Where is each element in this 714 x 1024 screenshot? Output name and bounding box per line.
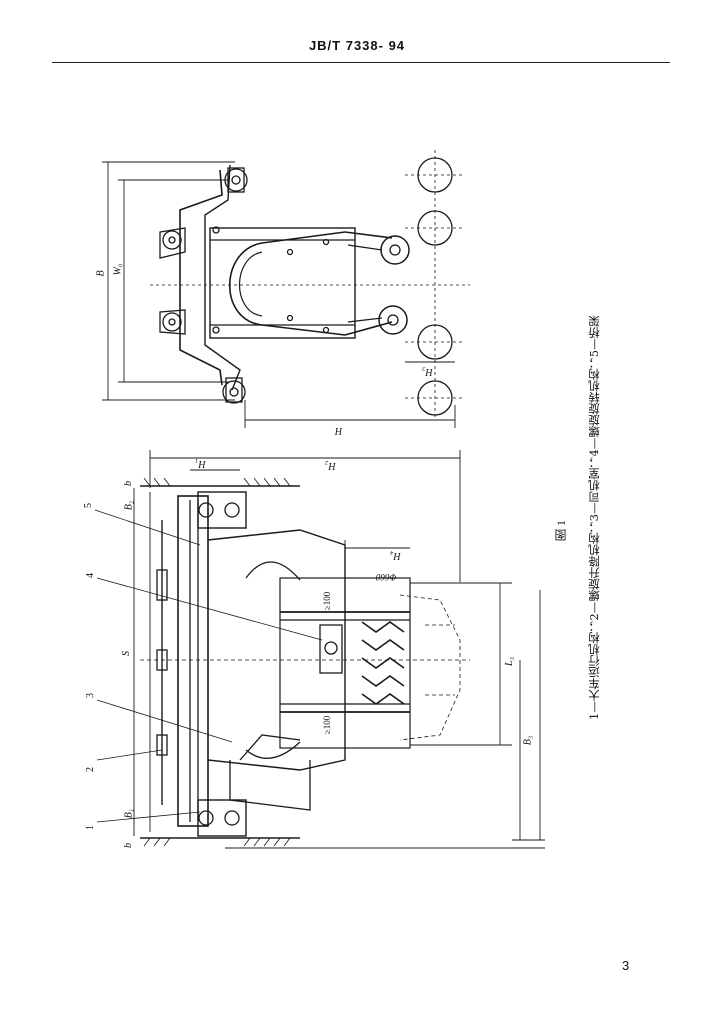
dim-H4: H₄ [390, 550, 401, 561]
figure-title: 图 1 [554, 520, 568, 541]
dim-100-b: ≥100 [322, 715, 333, 735]
figure-caption: 1—大车运行机构；2—螺旋升降机构；3—司机室；4—螺旋旋转机构；5—桥架 [587, 315, 601, 720]
dim-B3: B₃ [522, 735, 534, 746]
part-label-1: 1 [85, 825, 96, 830]
header-rule [52, 62, 670, 63]
dim-100-a: ≥100 [322, 591, 333, 611]
dim-H3-top: H₃ [422, 366, 433, 377]
side-view [94, 450, 545, 849]
part-label-4: 4 [85, 573, 96, 578]
document-header: JB/T 7338- 94 [308, 38, 406, 53]
dim-S: S [121, 651, 132, 656]
page-number: 3 [622, 958, 630, 973]
dim-b-top: b [123, 481, 134, 486]
dim-H1: H₁ [195, 458, 206, 469]
part-label-3: 3 [85, 693, 96, 698]
end-view [102, 150, 470, 428]
dim-B: B [95, 270, 107, 277]
dim-B2: B₂ [123, 500, 135, 511]
dim-L3: L₃ [504, 656, 516, 667]
dim-b-bottom: b [123, 843, 134, 848]
part-label-5: 5 [83, 503, 94, 508]
dim-H-mid: H₂ [325, 460, 336, 471]
part-label-2: 2 [85, 767, 96, 772]
dim-H-top: H [335, 425, 343, 436]
dim-W0: W₀ [112, 263, 124, 276]
dim-phi: Φ660 [376, 572, 397, 582]
dim-B1: B₁ [123, 808, 135, 819]
